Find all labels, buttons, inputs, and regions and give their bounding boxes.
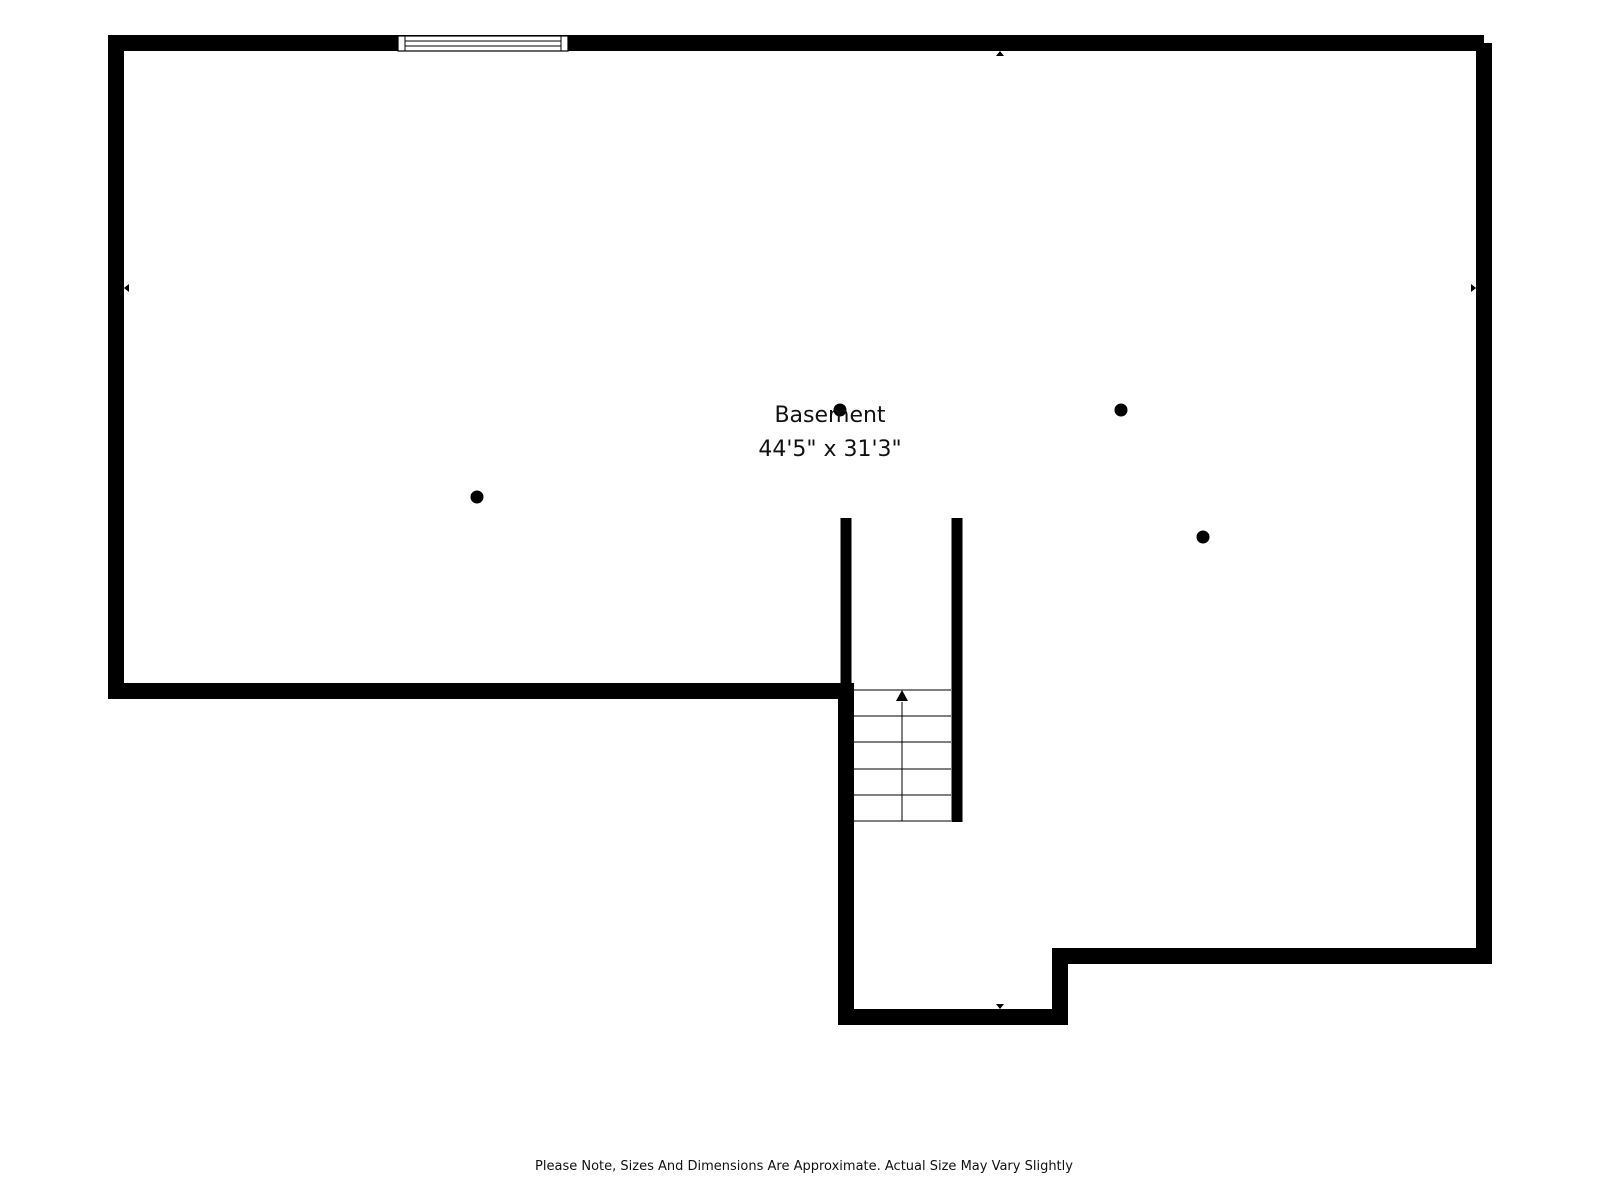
- room-dimensions: 44'5" x 31'3": [758, 437, 901, 462]
- triangle-marker-icon: [124, 284, 129, 292]
- exterior-walls: [108, 35, 1492, 1025]
- stairwell-walls: [840, 518, 963, 822]
- basement-outer-wall: [108, 35, 1492, 1025]
- arrow-up-icon: [896, 690, 908, 701]
- support-post-icon: [833, 403, 847, 417]
- support-post-icon: [470, 490, 484, 504]
- triangle-marker-icon: [996, 51, 1004, 56]
- disclaimer-note: Please Note, Sizes And Dimensions Are Ap…: [535, 1159, 1073, 1174]
- dimension-markers: [124, 51, 1476, 1009]
- triangle-marker-icon: [996, 1004, 1004, 1009]
- support-post-icon: [1196, 530, 1210, 544]
- staircase: [852, 689, 951, 822]
- support-columns: [470, 403, 1210, 544]
- triangle-marker-icon: [1471, 284, 1476, 292]
- room-name: Basement: [774, 403, 885, 428]
- window: [397, 35, 569, 52]
- support-post-icon: [1114, 403, 1128, 417]
